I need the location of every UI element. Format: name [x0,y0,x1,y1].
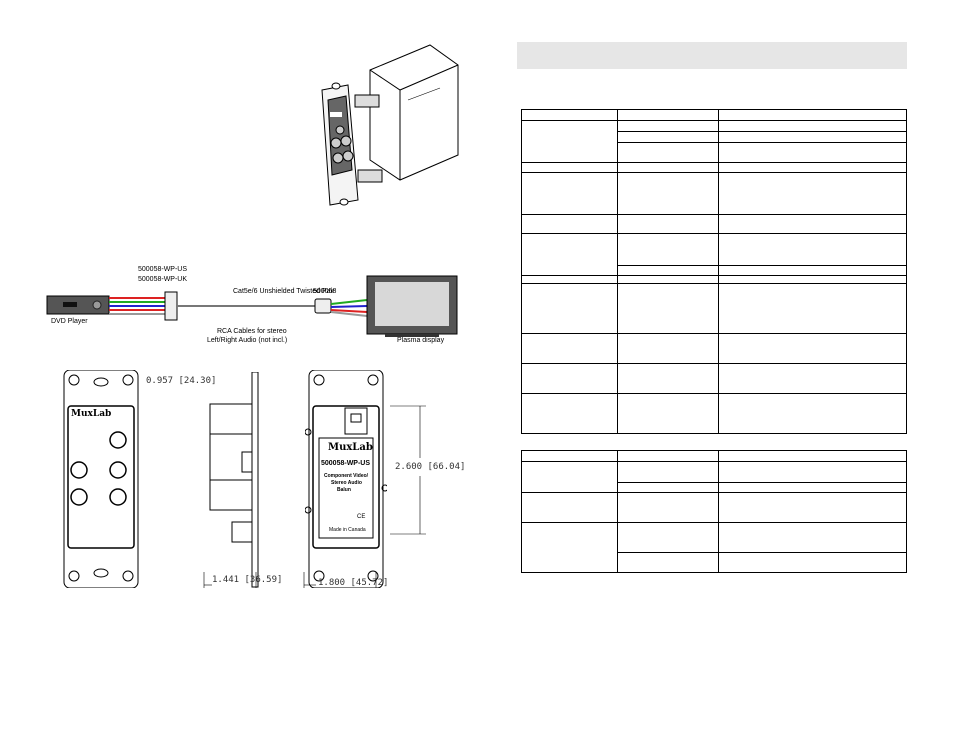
table-row [521,450,907,462]
back-label-desc2: Stereo Audio [331,480,362,486]
table-row [521,363,907,394]
connection-diagram-art [46,275,458,337]
width-dimension-lines [203,572,377,588]
connection-diagram: 500058-WP-US 500058-WP-UK Cat5e/6 Unshie… [45,262,475,350]
back-view-drawing [305,370,387,588]
back-label-ce: CE [357,514,366,520]
part-number-uk: 500058-WP-UK [138,276,188,283]
height-dimension: 2.600 [66.04] [395,462,466,472]
cable-label: Cat5e/6 Unshielded Twisted Pair [233,288,335,295]
receiver-part-label: 500058 [313,288,337,295]
back-width-dimension: 1.800 [45.72] [318,578,389,588]
table-row [521,233,907,276]
spec-table-2 [521,450,907,573]
dvd-player-label: DVD Player [51,318,88,325]
table-row [521,461,907,493]
table-row [521,333,907,364]
depth-dimension: 0.957 [24.30] [146,376,217,386]
back-label-part: 500058-WP-US [321,460,371,467]
table-row [521,172,907,215]
back-label-brand: MuxLab [328,442,373,453]
spec-table-1 [521,109,907,434]
table-row [521,120,907,163]
table-row [521,214,907,234]
back-label-desc1: Component Video/ [324,473,369,479]
isometric-wallplate-figure [321,44,459,206]
back-label-desc3: Balun [337,487,351,493]
table-row [522,552,907,573]
side-view-drawing [209,372,259,588]
table-row [521,109,907,121]
plasma-display-label: Plasma display [397,337,445,344]
rca-note-line1: RCA Cables for stereo [217,328,287,335]
table-row [521,283,907,334]
side-width-dimension: 1.441 [36.59] [212,575,283,585]
front-brand-label: MuxLab [71,409,112,419]
height-dimension-line [390,405,426,535]
part-number-us: 500058-WP-US [138,266,188,273]
back-label-made: Made in Canada [329,527,366,533]
rca-note-line2: Left/Right Audio (not incl.) [207,337,288,344]
table-row [521,492,907,523]
table-row [521,393,907,434]
table-row [521,522,907,573]
table-row [521,275,907,284]
section-header-bar [517,42,907,69]
front-view-drawing [63,370,139,588]
table-row [521,162,907,173]
